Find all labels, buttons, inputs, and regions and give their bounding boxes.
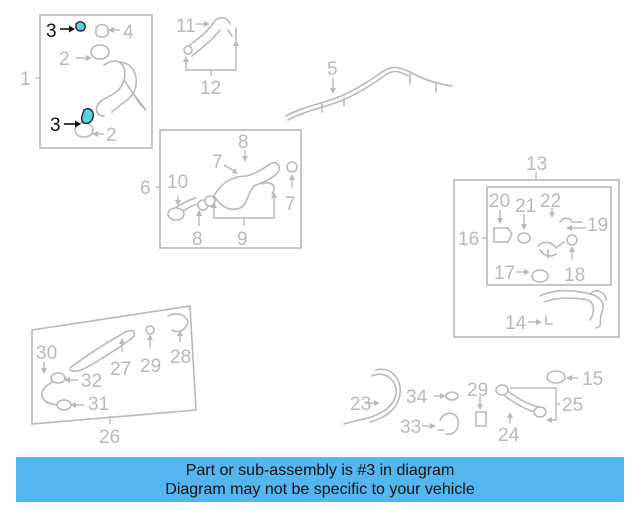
callout-30: 30 <box>36 343 57 364</box>
part-18-shape <box>566 234 578 246</box>
callout-19: 19 <box>587 215 608 236</box>
callout-18: 18 <box>564 265 585 286</box>
banner-line-1: Part or sub-assembly is #3 in diagram <box>185 462 455 479</box>
callout-5: 5 <box>327 59 338 80</box>
callout-11: 11 <box>176 16 196 37</box>
bypass-pipe-part <box>185 16 231 57</box>
callout-12: 12 <box>200 78 221 99</box>
group-1-box <box>39 14 153 149</box>
part-24-clip <box>475 411 487 427</box>
return-hose-part <box>539 289 607 329</box>
callout-24: 24 <box>498 425 520 446</box>
part-29-shape <box>145 325 155 335</box>
info-banner: Part or sub-assembly is #3 in diagram Di… <box>16 457 624 502</box>
callout-4: 4 <box>123 22 134 43</box>
coolant-hose-part <box>95 60 147 117</box>
part-10-shape <box>167 207 185 221</box>
callout-22: 22 <box>540 191 561 212</box>
callout-15: 15 <box>582 369 603 390</box>
callout-33: 33 <box>400 417 421 438</box>
callout-17: 17 <box>494 263 515 284</box>
group-6-box <box>159 129 302 249</box>
oring-7-right <box>286 161 298 173</box>
part-33-shape <box>437 412 460 436</box>
part-4-shape <box>95 23 110 38</box>
group-16-box <box>486 186 612 286</box>
callout-29-left: 29 <box>140 356 161 377</box>
callout-9: 9 <box>237 229 248 250</box>
callout-2-top: 2 <box>59 49 70 70</box>
callout-28: 28 <box>170 347 191 368</box>
pipe-end-left <box>183 45 193 55</box>
callout-14: 14 <box>505 313 527 334</box>
breather-pipe-part <box>285 66 453 121</box>
part-31-shape <box>56 399 72 411</box>
part-28-shape <box>167 313 189 333</box>
callout-23: 23 <box>350 394 371 415</box>
part-21-shape <box>517 232 531 244</box>
callout-26: 26 <box>99 427 120 448</box>
callout-7-left: 7 <box>212 152 223 173</box>
callout-13: 13 <box>526 154 547 175</box>
part-20-shape <box>493 227 513 243</box>
callout-31: 31 <box>88 394 109 415</box>
part-32-shape <box>50 372 66 384</box>
callout-29-right: 29 <box>467 380 488 401</box>
clamp-2-top <box>90 44 110 60</box>
callout-16: 16 <box>458 229 479 250</box>
callout-1: 1 <box>20 69 31 90</box>
part-3-bottom-highlight <box>80 108 94 125</box>
callout-10: 10 <box>167 172 188 193</box>
part-23-shape <box>343 368 401 425</box>
banner-line-2: Diagram may not be specific to your vehi… <box>165 481 475 498</box>
callout-3-top: 3 <box>46 21 57 42</box>
group-26-box <box>31 305 197 425</box>
part-17-shape <box>531 269 549 283</box>
callout-20: 20 <box>489 191 510 212</box>
callout-32: 32 <box>81 371 102 392</box>
callout-8-bottom: 8 <box>192 229 203 250</box>
callout-21: 21 <box>515 196 536 217</box>
callout-7-right: 7 <box>285 194 296 215</box>
group-13-box <box>453 179 620 338</box>
callout-6: 6 <box>140 178 151 199</box>
callout-27: 27 <box>110 359 131 380</box>
callout-25: 25 <box>562 395 583 416</box>
part-34-shape <box>445 391 459 401</box>
callout-3-bottom: 3 <box>50 115 61 136</box>
callout-8-top: 8 <box>238 132 249 153</box>
callout-2-bottom: 2 <box>106 125 117 146</box>
callout-34: 34 <box>406 387 428 408</box>
part-15-shape <box>546 370 566 384</box>
water-pipe-assembly-part <box>537 217 583 259</box>
part-3-top-highlight <box>75 21 86 32</box>
